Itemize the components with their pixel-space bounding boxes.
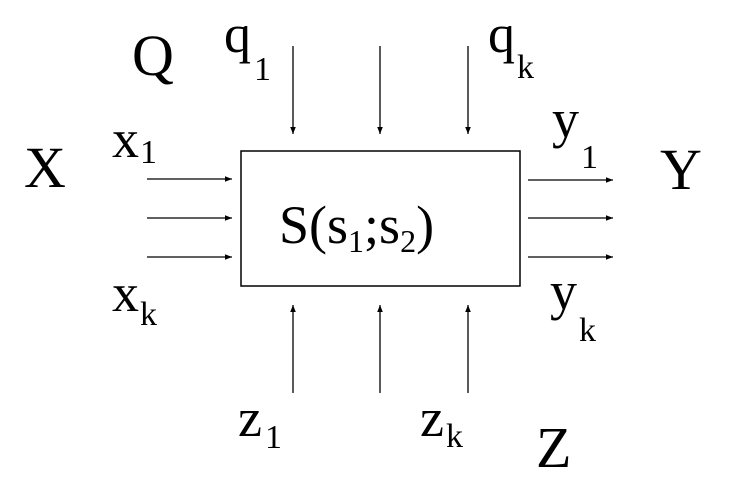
input-last-label: xk — [112, 263, 157, 333]
output-symbol: y — [552, 89, 579, 149]
control-first-index: 1 — [254, 51, 271, 88]
control-symbol-last: q — [488, 4, 515, 64]
input-symbol: x — [112, 109, 139, 169]
disturbance-last-index: k — [446, 418, 463, 455]
system-label-sep: ;s — [364, 195, 400, 255]
system-label-main: S(s — [279, 195, 348, 255]
control-symbol: q — [224, 4, 251, 64]
input-first-label: x1 — [112, 109, 157, 171]
input-last-index: k — [140, 296, 157, 333]
output-last-label: yk — [550, 261, 596, 349]
input-first-index: 1 — [140, 134, 157, 171]
disturbance-first-label: z1 — [238, 388, 282, 456]
disturbance-symbol-last: z — [420, 388, 444, 448]
input-symbol-last: x — [112, 263, 139, 323]
system-label: S(s1;s2) — [279, 195, 434, 259]
output-set-label: Y — [660, 137, 702, 202]
system-label-close: ) — [416, 195, 434, 255]
control-last-label: qk — [488, 4, 534, 86]
system-label-sub1: 1 — [348, 223, 364, 259]
disturbance-last-label: zk — [420, 388, 463, 455]
control-first-label: q1 — [224, 4, 271, 88]
disturbance-symbol: z — [238, 388, 262, 448]
output-last-index: k — [579, 312, 596, 349]
control-set-label: Q — [132, 23, 174, 88]
output-symbol-last: y — [550, 261, 577, 321]
disturbance-first-index: 1 — [265, 419, 282, 456]
input-set-label: X — [24, 135, 66, 200]
system-box — [240, 150, 521, 287]
control-last-index: k — [517, 49, 534, 86]
output-first-index: 1 — [581, 139, 598, 176]
disturbance-set-label: Z — [536, 415, 571, 480]
output-first-label: y1 — [552, 89, 598, 176]
system-label-sub2: 2 — [400, 223, 416, 259]
